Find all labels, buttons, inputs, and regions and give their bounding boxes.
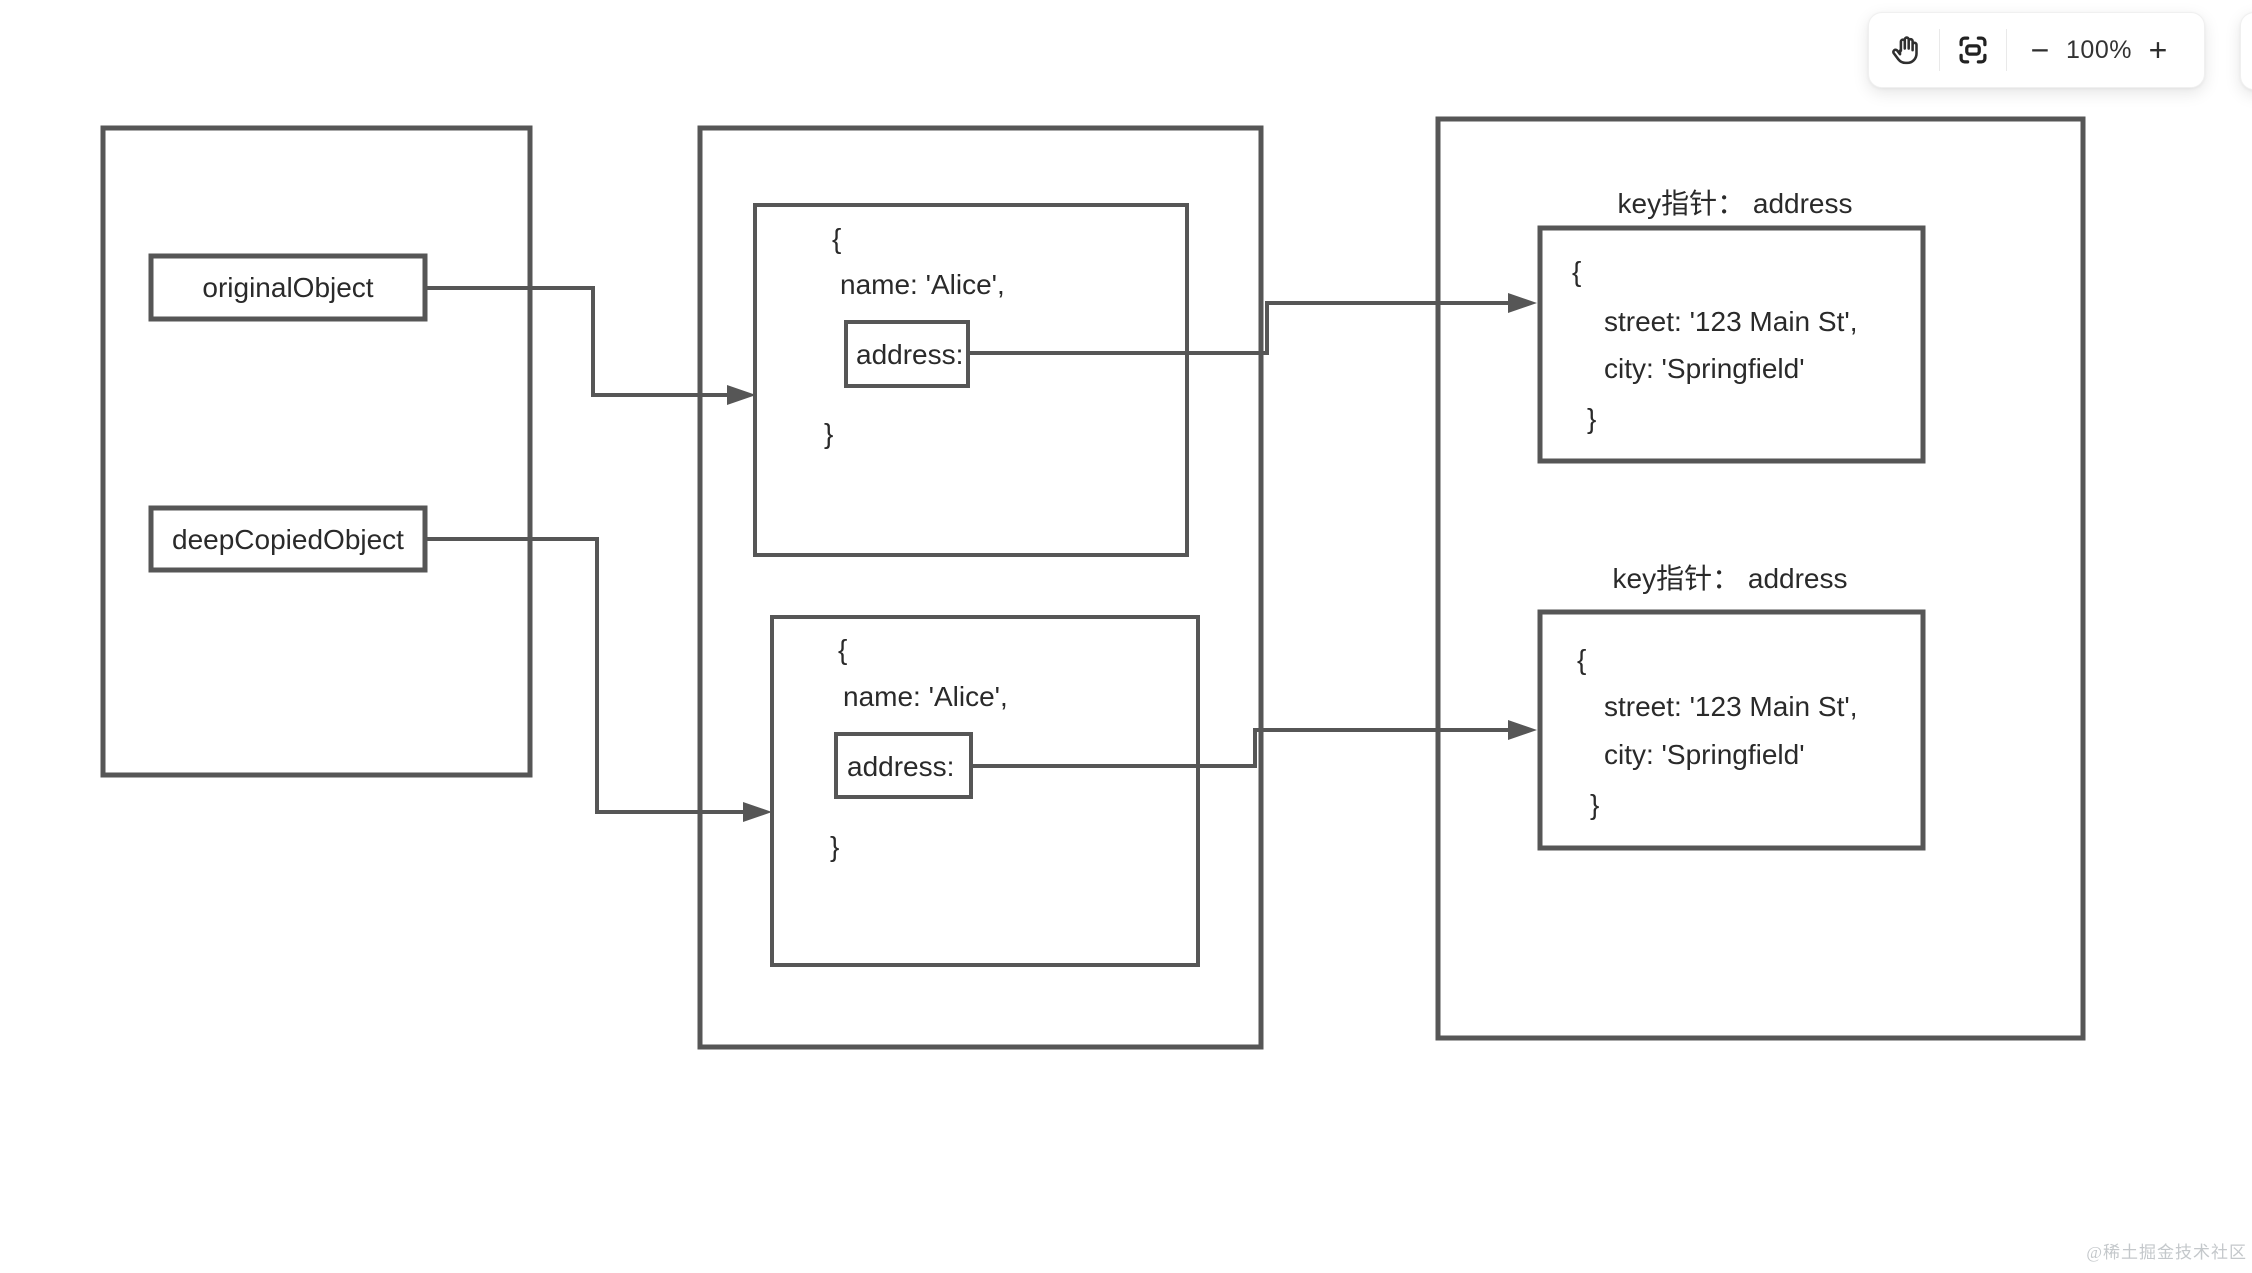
original-object-label: originalObject bbox=[202, 272, 373, 303]
pointer-bottom-close-brace: } bbox=[1590, 789, 1599, 820]
plus-icon: + bbox=[2148, 32, 2168, 68]
arrow-address-bottom-to-pointer bbox=[971, 728, 1521, 768]
minus-icon: − bbox=[2030, 32, 2050, 68]
pointer-top-city-line: city: 'Springfield' bbox=[1604, 353, 1805, 384]
arrowhead-deepcopy-to-object bbox=[743, 802, 772, 822]
deep-copied-object-node bbox=[148, 505, 428, 573]
object-bottom-close-brace: } bbox=[830, 831, 839, 862]
arrow-original-to-object bbox=[427, 286, 740, 397]
pointer-bottom-street-line: street: '123 Main St', bbox=[1604, 691, 1857, 722]
object-literal-bottom-box bbox=[770, 615, 1200, 967]
viewer-toolbar: − 100% + bbox=[1868, 12, 2205, 88]
pointer-top-street-line: street: '123 Main St', bbox=[1604, 306, 1857, 337]
watermark: @稀土掘金技术社区 bbox=[2086, 1243, 2247, 1262]
object-top-close-brace: } bbox=[824, 418, 833, 449]
object-bottom-address-key-box bbox=[834, 732, 973, 799]
pointer-top-box bbox=[1537, 225, 1926, 464]
object-bottom-address-key: address: bbox=[847, 751, 954, 782]
deep-copied-object-label: deepCopiedObject bbox=[172, 524, 404, 555]
right-container-box bbox=[1435, 116, 2086, 1041]
pointer-bottom-label: key指针： address bbox=[1613, 563, 1848, 594]
pointer-top-open-brace: { bbox=[1572, 256, 1581, 287]
object-top-open-brace: { bbox=[832, 223, 841, 254]
left-container-box bbox=[100, 125, 533, 778]
secondary-toolbar-card[interactable] bbox=[2240, 12, 2252, 90]
arrow-address-top-to-pointer bbox=[968, 301, 1521, 355]
pointer-bottom-open-brace: { bbox=[1577, 644, 1586, 675]
zoom-out-button[interactable]: − bbox=[2017, 24, 2063, 76]
zoom-in-button[interactable]: + bbox=[2135, 24, 2181, 76]
arrowhead-address-bottom-to-pointer bbox=[1508, 720, 1537, 740]
arrowhead-original-to-object bbox=[727, 385, 756, 405]
object-top-name-line: name: 'Alice', bbox=[840, 269, 1005, 300]
fit-view-icon bbox=[1956, 33, 1990, 67]
object-top-address-key: address: bbox=[856, 339, 963, 370]
hand-icon bbox=[1888, 32, 1924, 68]
pointer-bottom-city-line: city: 'Springfield' bbox=[1604, 739, 1805, 770]
toolbar-divider bbox=[1939, 29, 1940, 71]
fit-view-button[interactable] bbox=[1950, 24, 1996, 76]
middle-container-box bbox=[697, 125, 1264, 1050]
pointer-bottom-box bbox=[1537, 609, 1926, 851]
object-bottom-name-line: name: 'Alice', bbox=[843, 681, 1008, 712]
original-object-node bbox=[148, 253, 428, 322]
arrowhead-address-top-to-pointer bbox=[1508, 293, 1537, 313]
object-literal-top-box bbox=[753, 203, 1189, 557]
pointer-top-label: key指针： address bbox=[1618, 188, 1853, 219]
arrow-deepcopy-to-object bbox=[427, 537, 756, 814]
toolbar-divider bbox=[2006, 29, 2007, 71]
pan-tool-button[interactable] bbox=[1883, 24, 1929, 76]
zoom-level: 100% bbox=[2066, 35, 2132, 64]
object-bottom-open-brace: { bbox=[838, 634, 847, 665]
pointer-top-close-brace: } bbox=[1587, 403, 1596, 434]
